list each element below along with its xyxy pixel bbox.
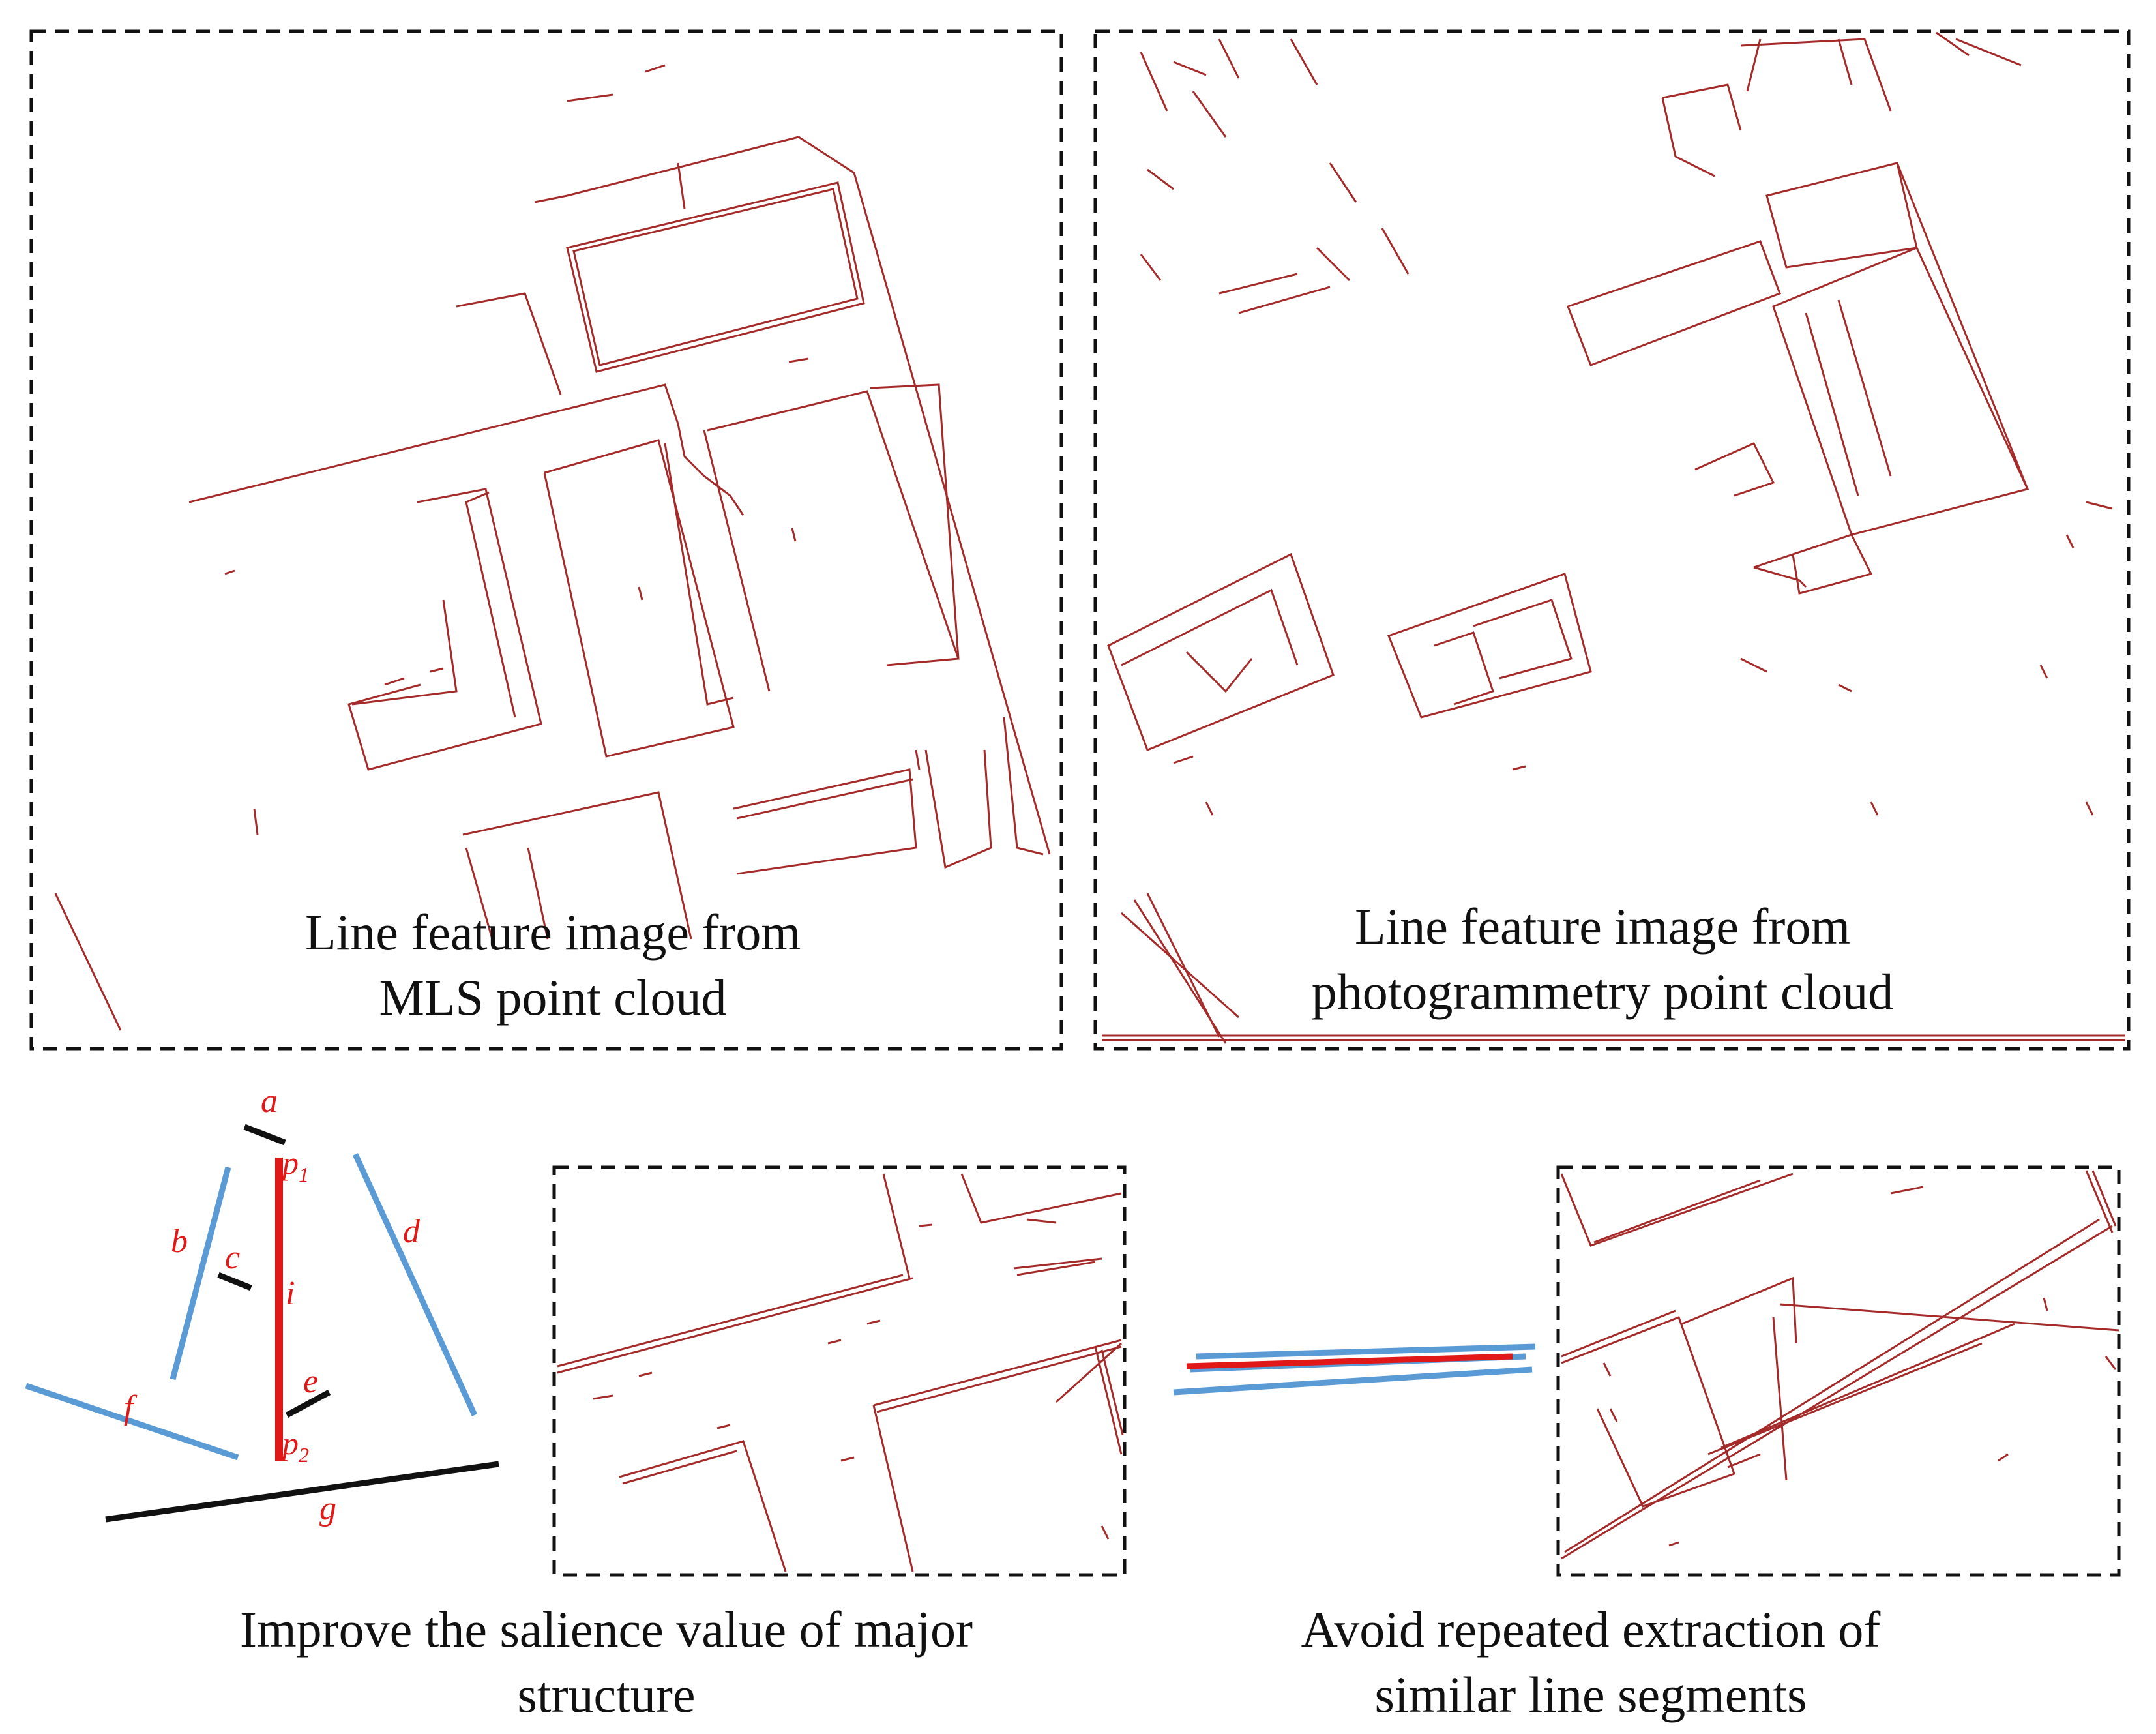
- endpoint-p2: p2: [280, 1425, 309, 1467]
- label-b: b: [171, 1223, 188, 1260]
- repetition-caption-line2: similar line segments: [1375, 1666, 1807, 1723]
- mls-panel-frame: [29, 29, 1063, 1051]
- label-d: d: [403, 1213, 421, 1250]
- similar-segments-illustration: [1173, 1343, 1536, 1396]
- similar-red-main: [1186, 1353, 1513, 1369]
- label-g: g: [319, 1490, 336, 1527]
- photogrammetry-panel-frame: [1093, 29, 2131, 1051]
- mls-caption-line2: MLS point cloud: [379, 969, 726, 1026]
- label-a: a: [261, 1083, 278, 1120]
- mls-line-features: [54, 64, 1051, 1031]
- segment-e: [285, 1390, 331, 1418]
- repetition-zoom-line-features: [1560, 1170, 2119, 1560]
- segment-g: [105, 1461, 499, 1523]
- photogrammetry-line-features: [1102, 31, 2125, 1044]
- segment-a: [243, 1124, 286, 1146]
- mls-line-feature-panel: Line feature image from MLS point cloud: [29, 29, 1063, 1051]
- salience-zoom-frame: [552, 1165, 1127, 1577]
- salience-schematic: a b c d e f g i p1 p2: [25, 1083, 499, 1527]
- photogrammetry-caption-line1: Line feature image from: [1355, 898, 1850, 955]
- segment-c: [217, 1272, 252, 1291]
- repetition-zoom-frame: [1556, 1165, 2121, 1577]
- label-e: e: [303, 1363, 318, 1400]
- segment-b: [170, 1166, 231, 1381]
- photogrammetry-line-feature-panel: Line feature image from photogrammetry p…: [1093, 29, 2131, 1051]
- salience-caption-line2: structure: [518, 1666, 696, 1723]
- endpoint-p1: p1: [280, 1144, 309, 1186]
- photogrammetry-caption-line2: photogrammetry point cloud: [1312, 963, 1894, 1020]
- salience-zoom-line-features: [557, 1173, 1124, 1572]
- salience-caption-line1: Improve the salience value of major: [240, 1601, 973, 1658]
- label-c: c: [225, 1239, 240, 1276]
- similar-blue-bottom: [1173, 1366, 1533, 1396]
- similar-blue-top: [1196, 1343, 1536, 1360]
- salience-zoom-panel: [552, 1165, 1127, 1577]
- repetition-caption-line1: Avoid repeated extraction of: [1301, 1601, 1881, 1658]
- label-i: i: [286, 1275, 295, 1312]
- segment-d: [352, 1153, 478, 1416]
- mls-caption-line1: Line feature image from: [305, 904, 801, 961]
- repetition-zoom-panel: [1556, 1165, 2121, 1577]
- segment-f: [25, 1383, 239, 1461]
